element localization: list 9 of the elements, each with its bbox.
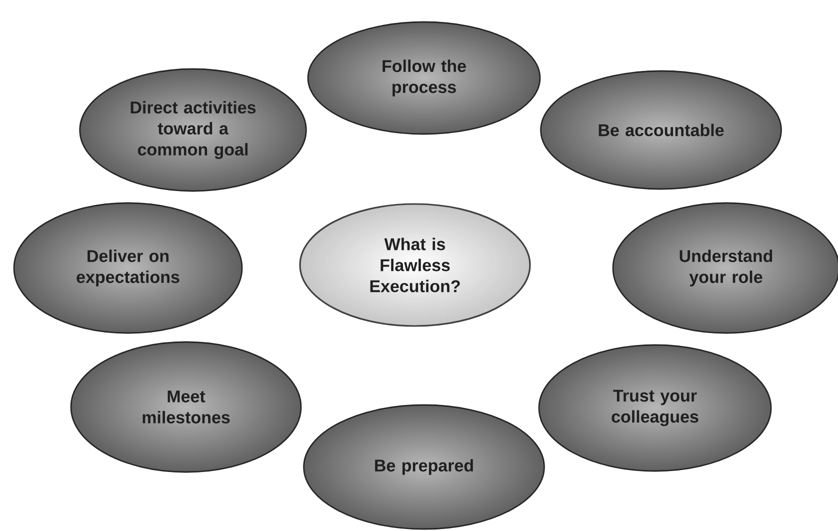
oval-bubble: Understand your role [612, 202, 838, 334]
oval-bubble: Trust your colleagues [538, 344, 772, 472]
oval-bubble: Follow the process [307, 21, 541, 135]
oval-bubble: Direct activities toward a common goal [79, 68, 307, 192]
oval-bubble: Be prepared [303, 404, 545, 530]
oval-bubble: Meet milestones [70, 341, 302, 473]
oval-bubble: Deliver on expectations [13, 202, 243, 334]
central-oval: What is Flawless Execution? [299, 203, 531, 327]
oval-bubble: Be accountable [540, 70, 782, 190]
